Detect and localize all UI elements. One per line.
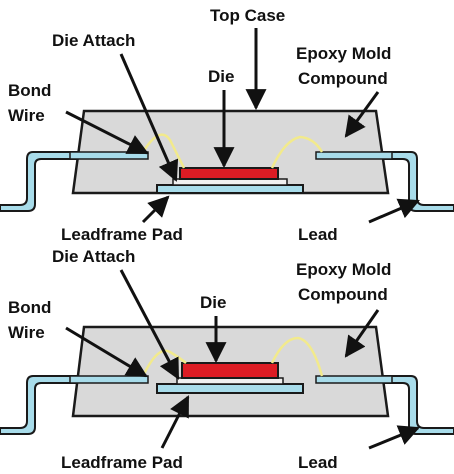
label-die-attach: Die Attach — [52, 247, 135, 266]
arrow-leadframe-pad — [141, 195, 170, 224]
right-lead-inner — [315, 151, 393, 160]
label-leadframe-pad: Leadframe Pad — [61, 225, 183, 244]
label-compound: Compound — [298, 69, 388, 88]
bond-wire-right — [270, 336, 324, 377]
label-wire: Wire — [8, 323, 45, 342]
label-wire: Wire — [8, 106, 45, 125]
label-bond: Bond — [8, 298, 51, 317]
arrow-bond-wire — [65, 110, 149, 155]
package-diagram-bottom: Die Attach Die Epoxy Mold Compound Bond … — [0, 247, 454, 472]
die — [181, 362, 279, 379]
arrow-leadframe-pad — [160, 395, 190, 449]
bond-wire-left — [141, 349, 187, 377]
leadframe-pad — [156, 184, 304, 194]
label-lead: Lead — [298, 225, 338, 244]
arrow-die-attach — [119, 53, 179, 182]
die — [179, 167, 279, 180]
arrow-bond-wire — [65, 326, 148, 378]
bond-wire-right — [270, 135, 324, 169]
label-epoxy-mold: Epoxy Mold — [296, 260, 391, 279]
label-compound: Compound — [298, 285, 388, 304]
label-bond: Bond — [8, 81, 51, 100]
leadframe-pad — [156, 383, 304, 394]
left-lead-inner — [69, 151, 149, 160]
label-top-case: Top Case — [210, 6, 285, 25]
arrow-epoxy — [344, 309, 380, 358]
label-leadframe-pad: Leadframe Pad — [61, 453, 183, 472]
arrow-die-attach — [119, 269, 180, 380]
right-lead-inner — [315, 375, 393, 384]
label-die: Die — [200, 293, 226, 312]
arrow-lead — [368, 198, 420, 224]
arrow-lead — [368, 425, 420, 450]
label-lead: Lead — [298, 453, 338, 472]
arrow-epoxy — [344, 91, 380, 138]
bond-wire-left — [141, 133, 186, 169]
left-lead-inner — [69, 375, 149, 384]
label-die: Die — [208, 67, 234, 86]
label-epoxy-mold: Epoxy Mold — [296, 44, 391, 63]
package-diagram-top: Top Case Die Attach Die Epoxy Mold Compo… — [0, 6, 454, 244]
label-die-attach: Die Attach — [52, 31, 135, 50]
